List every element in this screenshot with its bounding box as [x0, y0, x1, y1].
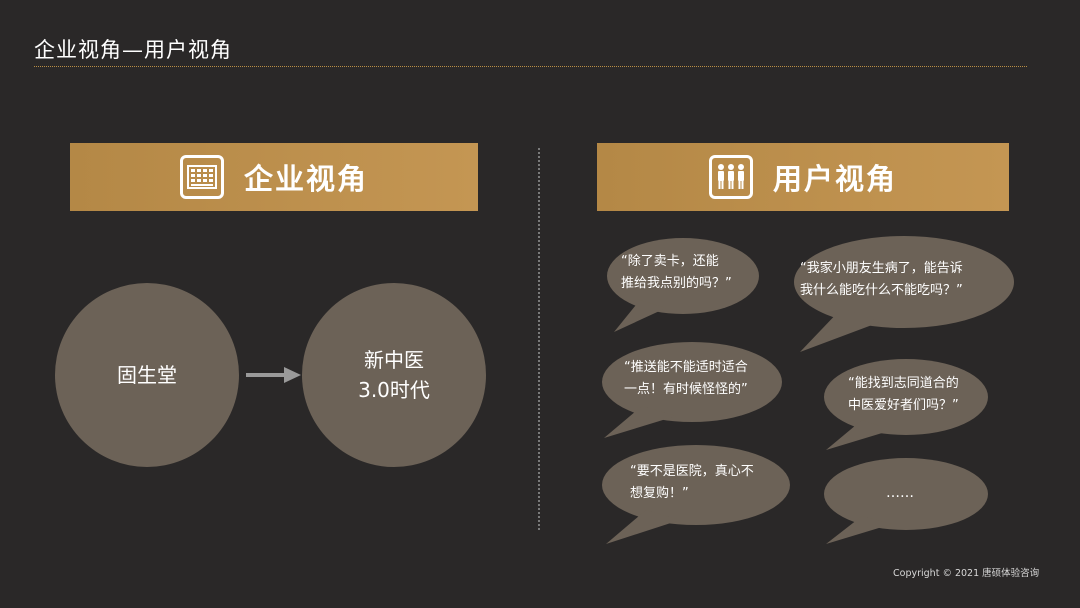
circle-gushengtang-label: 固生堂	[117, 363, 177, 387]
banner-user: 用户视角	[597, 143, 1009, 211]
banner-enterprise-label: 企业视角	[243, 162, 368, 196]
banner-user-label: 用户视角	[772, 162, 897, 196]
circle-new-tcm: 新中医 3.0时代	[302, 283, 486, 467]
bubble-1-text: “除了卖卡，还能 推给我点别的吗？”	[621, 254, 732, 291]
people-icon	[708, 155, 753, 199]
slide-title: 企业视角—用户视角	[34, 38, 232, 62]
bubble-6-text: ……	[886, 485, 914, 501]
circle-new-tcm-line2: 3.0时代	[358, 378, 430, 402]
speech-bubble-5	[602, 445, 790, 544]
speech-bubble-3	[602, 342, 782, 438]
speech-bubble-6	[824, 458, 988, 544]
bubble-5-text: “要不是医院，真心不 想复购！”	[630, 464, 754, 501]
building-icon	[179, 155, 224, 199]
bubble-2-text: “我家小朋友生病了，能告诉 我什么能吃什么不能吃吗？”	[800, 261, 963, 298]
vertical-divider	[538, 148, 540, 530]
bubble-3-text: “推送能不能适时适合 一点！有时候怪怪的”	[624, 360, 748, 397]
title-underline	[34, 66, 1027, 67]
circle-new-tcm-line1: 新中医	[364, 348, 424, 372]
speech-bubble-1	[607, 238, 759, 332]
circle-gushengtang: 固生堂	[55, 283, 239, 467]
arrow-right-icon	[246, 367, 301, 383]
speech-bubble-2	[794, 236, 1014, 352]
copyright-text: Copyright © 2021 唐硕体验咨询	[893, 568, 1040, 579]
banner-enterprise: 企业视角	[70, 143, 478, 211]
bubble-4-text: “能找到志同道合的 中医爱好者们吗？”	[848, 376, 959, 413]
speech-bubble-4	[824, 359, 988, 450]
